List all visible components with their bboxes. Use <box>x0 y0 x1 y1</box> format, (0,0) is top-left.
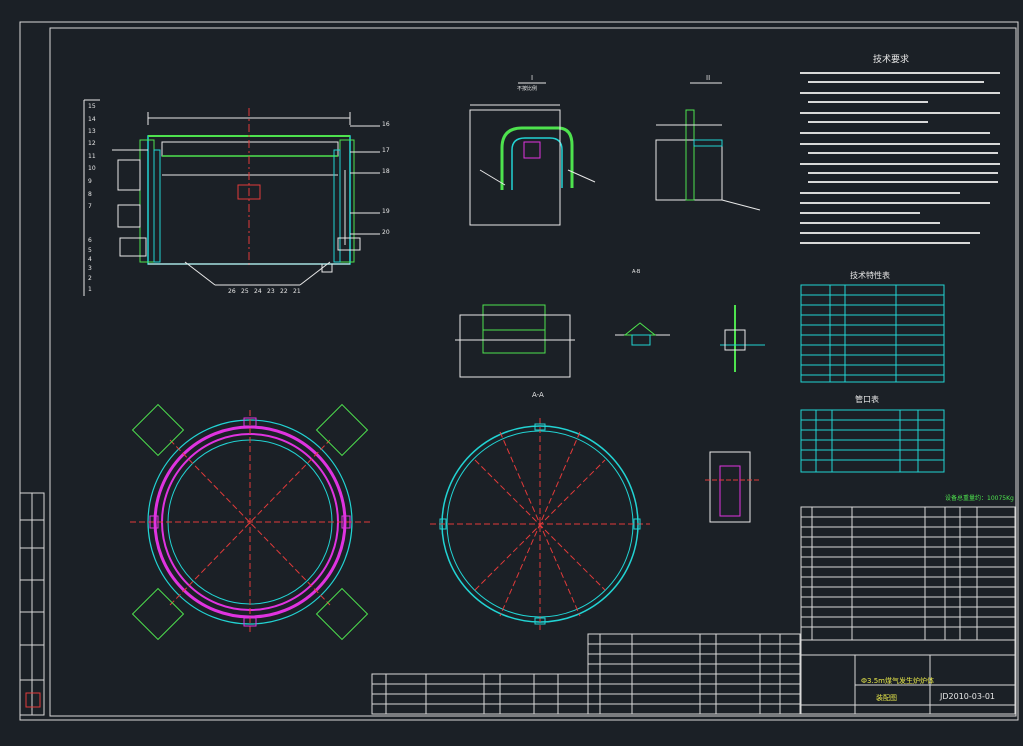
balloon-16: 16 <box>382 121 390 128</box>
balloon-10: 10 <box>88 165 96 172</box>
tech-requirements-block: 技术要求 <box>800 53 1000 244</box>
balloon-25: 25 <box>241 288 249 295</box>
mid-section-details: A-B <box>455 269 765 378</box>
balloon-2: 2 <box>88 275 92 282</box>
drawing-name: Ф3.5m煤气发生炉炉体 <box>861 676 934 685</box>
balloon-15: 15 <box>88 103 96 110</box>
balloon-8: 8 <box>88 191 92 198</box>
balloon-4: 4 <box>88 256 92 263</box>
section-I-scale: 不按比例 <box>517 85 537 92</box>
balloon-5: 5 <box>88 247 92 254</box>
balloon-14: 14 <box>88 116 96 123</box>
title-block: Ф3.5m煤气发生炉炉体 装配图 JD2010-03-01 <box>800 639 1016 715</box>
tech-requirements-title: 技术要求 <box>873 53 909 65</box>
balloons-left: 15 14 13 12 11 10 9 8 7 6 5 4 3 2 1 <box>88 103 96 293</box>
balloon-9: 9 <box>88 178 92 185</box>
lifting-lug-detail <box>705 451 760 523</box>
balloon-1: 1 <box>88 286 92 293</box>
right-leaders <box>350 125 380 235</box>
drawing-subname: 装配图 <box>876 693 897 702</box>
section-AA-plan-view: A-A <box>430 391 650 630</box>
balloon-24: 24 <box>254 288 262 295</box>
balloon-3: 3 <box>88 265 92 272</box>
balloon-6: 6 <box>88 237 92 244</box>
section-II-label: II <box>706 74 710 82</box>
section-AB-label: A-B <box>632 269 641 275</box>
outer-frame <box>19 21 1019 721</box>
detail-II-view: II <box>655 74 761 211</box>
balloon-13: 13 <box>88 128 96 135</box>
nozzle-table-title: 管口表 <box>855 394 879 404</box>
balloon-23: 23 <box>267 288 275 295</box>
balloons-bottom: 26 25 24 23 22 21 <box>228 288 301 295</box>
tech-char-table: 技术特性表 <box>800 270 945 383</box>
balloon-22: 22 <box>280 288 288 295</box>
ring-plan-view <box>130 403 370 641</box>
balloon-21: 21 <box>293 288 301 295</box>
parts-list-bottom <box>371 633 801 715</box>
nozzle-table: 管口表 <box>800 394 945 473</box>
balloon-18: 18 <box>382 168 390 175</box>
tech-requirements-lines <box>800 72 1000 244</box>
weight-label: 设备总重量约：10075Kg <box>945 494 1014 502</box>
balloon-7: 7 <box>88 203 92 210</box>
main-elevation-view <box>83 99 361 296</box>
parts-list-right <box>800 506 1016 641</box>
section-AA-label: A-A <box>532 391 544 399</box>
balloon-19: 19 <box>382 208 390 215</box>
balloon-11: 11 <box>88 153 96 160</box>
inner-frame <box>49 27 1017 717</box>
balloon-12: 12 <box>88 140 96 147</box>
balloon-17: 17 <box>382 147 390 154</box>
tech-char-title: 技术特性表 <box>850 270 890 280</box>
drawing-number: JD2010-03-01 <box>939 692 995 701</box>
balloons-right: 16 17 18 19 20 <box>382 121 390 236</box>
balloon-26: 26 <box>228 288 236 295</box>
section-I-label: I <box>531 74 533 82</box>
detail-I-view: I 不按比例 <box>469 74 596 226</box>
left-strip <box>19 492 45 716</box>
balloon-20: 20 <box>382 229 390 236</box>
